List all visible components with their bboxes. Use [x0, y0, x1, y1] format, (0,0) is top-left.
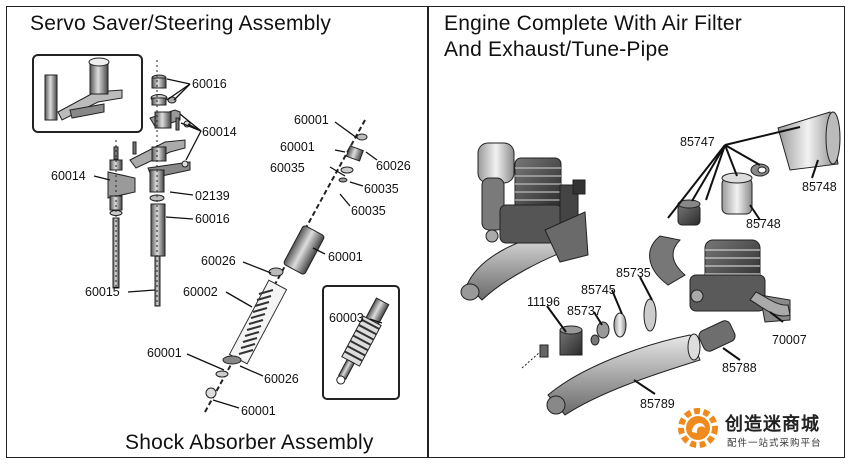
part-label-70007: 70007 — [772, 333, 807, 347]
watermark-tagline: 配件一站式采购平台 — [727, 438, 822, 449]
part-label-60035-a: 60035 — [270, 161, 305, 175]
part-label-85745: 85745 — [581, 283, 616, 297]
part-label-60001-c: 60001 — [328, 250, 363, 264]
part-label-85788: 85788 — [722, 361, 757, 375]
part-label-02139: 02139 — [195, 189, 230, 203]
servo-saver-title: Servo Saver/Steering Assembly — [30, 12, 332, 35]
shock-spring — [238, 289, 274, 355]
silicone-coupler — [698, 320, 736, 352]
engine-assembled — [460, 142, 589, 301]
part-label-85737: 85737 — [567, 304, 602, 318]
exhaust-exit — [749, 291, 791, 317]
part-label-60002: 60002 — [183, 285, 218, 299]
part-label-60003: 60003 — [329, 311, 364, 325]
air-filter-small — [721, 163, 770, 215]
part-label-60001-d: 60001 — [147, 346, 182, 360]
part-label-60026-a: 60026 — [376, 159, 411, 173]
part-label-60015: 60015 — [85, 285, 120, 299]
steering-stack — [129, 60, 191, 307]
engine-title-line2: And Exhaust/Tune-Pipe — [444, 38, 670, 61]
part-label-60035-b: 60035 — [364, 182, 399, 196]
watermark-gear-icon — [678, 408, 718, 448]
part-label-60016-top: 60016 — [192, 77, 227, 91]
air-filter-large — [777, 111, 841, 171]
engine-title-line1: Engine Complete With Air Filter — [444, 12, 742, 35]
leader-lines-right — [546, 126, 819, 395]
part-label-60001-b: 60001 — [280, 140, 315, 154]
part-label-60026-b: 60026 — [201, 254, 236, 268]
part-label-85789: 85789 — [640, 397, 675, 411]
part-label-60026-c: 60026 — [264, 372, 299, 386]
leader-lines-shock — [186, 121, 378, 409]
part-label-60035-c: 60035 — [351, 204, 386, 218]
exhaust-gasket — [590, 298, 657, 346]
shock-absorber-title: Shock Absorber Assembly — [125, 431, 374, 454]
part-label-60014-left: 60014 — [51, 169, 86, 183]
filter-adapter — [649, 199, 701, 286]
part-label-60001-e: 60001 — [241, 404, 276, 418]
leader-lines-left — [93, 78, 202, 293]
inset-servo-saver — [32, 54, 143, 133]
steering-post-left — [107, 140, 136, 290]
part-label-85748-right: 85748 — [802, 180, 837, 194]
panel-divider — [427, 6, 429, 458]
part-label-11196: 11196 — [527, 295, 560, 309]
part-label-85747: 85747 — [680, 135, 715, 149]
part-label-60016-bottom: 60016 — [195, 212, 230, 226]
page-frame — [6, 6, 845, 458]
part-label-60001-a: 60001 — [294, 113, 329, 127]
watermark-name: 创造迷商城 — [725, 414, 820, 434]
part-label-60014-right: 60014 — [202, 125, 237, 139]
part-label-85735: 85735 — [616, 266, 651, 280]
part-label-85748-mid: 85748 — [746, 217, 781, 231]
exhaust-manifold — [521, 325, 583, 369]
inset-shock-assembled — [322, 285, 400, 400]
tune-pipe — [546, 333, 701, 416]
